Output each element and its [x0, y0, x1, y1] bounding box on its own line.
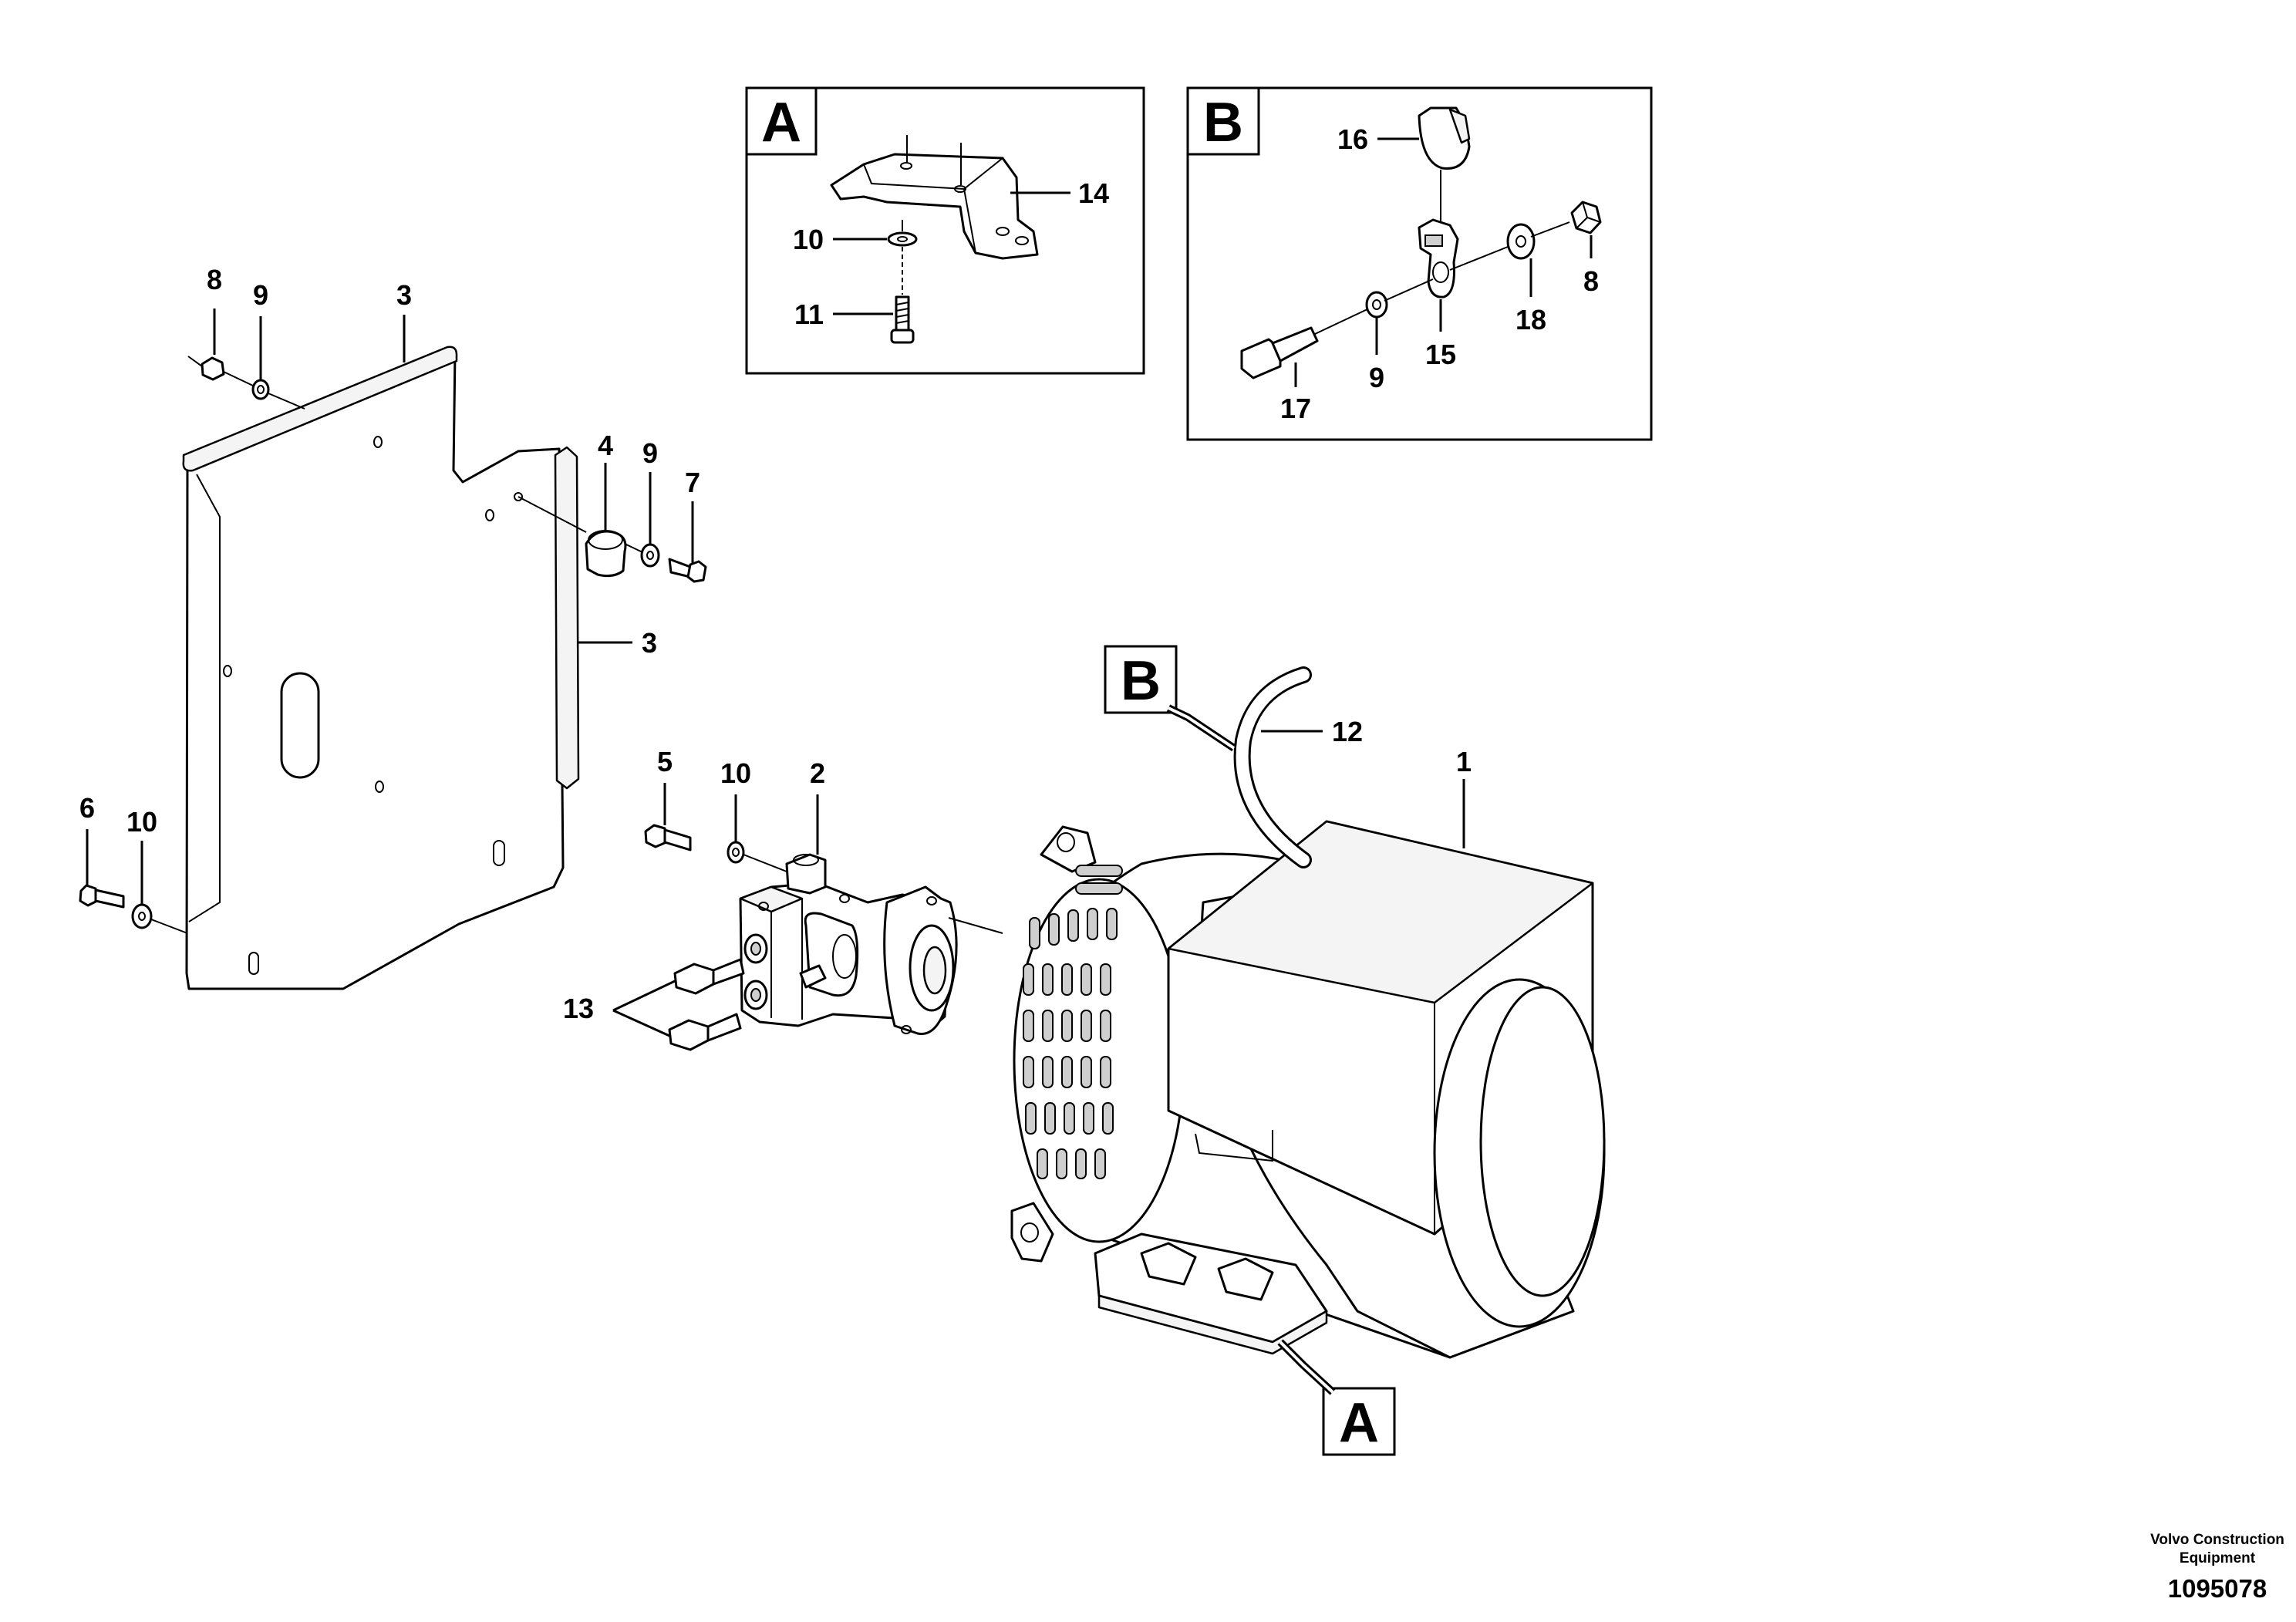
company-name-line1: Volvo Construction — [2150, 1532, 2284, 1548]
washer-part-9-top — [251, 379, 270, 400]
label-10-left: 10 — [126, 806, 157, 838]
label-11: 11 — [794, 298, 824, 330]
screw-part-6 — [79, 884, 125, 909]
screw-part-7 — [668, 558, 707, 583]
generator-part-1 — [1010, 820, 1606, 1359]
detail-a-panel: A 14 10 11 — [745, 86, 1145, 375]
clamp-part-15 — [1418, 218, 1459, 298]
pump-part-2 — [739, 853, 958, 1035]
detail-b-panel: B 16 — [1186, 86, 1653, 441]
bolt-part-17 — [1240, 326, 1319, 379]
label-15: 15 — [1425, 339, 1456, 370]
label-9-detail-b: 9 — [1369, 362, 1384, 393]
cooling-slots — [1023, 865, 1123, 1179]
callout-b-tag: B — [1121, 650, 1161, 712]
label-2: 2 — [810, 757, 825, 789]
label-1: 1 — [1456, 746, 1472, 777]
fitting-part-13-lower — [668, 1013, 742, 1051]
washer-part-18 — [1506, 223, 1536, 260]
guard-plate-part-3 — [182, 346, 580, 990]
washer-part-10 — [887, 231, 918, 247]
detail-a-tag: A — [761, 92, 801, 153]
label-17: 17 — [1280, 393, 1311, 424]
label-9-top: 9 — [253, 279, 268, 311]
label-3-side: 3 — [642, 627, 657, 659]
label-8-detail-b: 8 — [1583, 265, 1599, 297]
label-6: 6 — [79, 792, 95, 824]
label-10-pump: 10 — [720, 757, 751, 789]
drawing-number: 1095078 — [2168, 1574, 2267, 1603]
callout-b: B — [1104, 645, 1236, 752]
callout-a-tag: A — [1339, 1392, 1379, 1454]
detail-b-tag: B — [1203, 92, 1243, 153]
screw-part-5 — [644, 824, 692, 851]
label-7: 7 — [685, 467, 700, 498]
label-16: 16 — [1337, 123, 1368, 155]
nut-part-8-detail-b — [1570, 201, 1602, 234]
clamp-part-16 — [1418, 106, 1471, 170]
callout-a: A — [1277, 1339, 1396, 1456]
label-12: 12 — [1332, 716, 1363, 747]
label-5: 5 — [657, 746, 673, 777]
clip-part-4 — [585, 530, 627, 578]
label-3-top: 3 — [396, 279, 412, 311]
screw-part-11 — [890, 295, 915, 344]
label-18: 18 — [1515, 304, 1546, 336]
nut-part-8 — [201, 356, 225, 381]
fitting-part-13-upper — [673, 958, 745, 995]
bracket-part-14 — [830, 135, 1039, 260]
washer-part-9-detail-b — [1365, 291, 1388, 319]
label-10-detail-a: 10 — [793, 224, 824, 255]
label-14: 14 — [1078, 177, 1109, 209]
washer-part-10-pump — [727, 841, 745, 864]
label-4: 4 — [598, 430, 613, 461]
label-8: 8 — [207, 264, 222, 295]
washer-part-10-left — [131, 903, 153, 929]
washer-part-9-side — [640, 543, 660, 568]
label-13: 13 — [563, 993, 594, 1024]
label-9-side: 9 — [642, 437, 658, 469]
company-name-line2: Equipment — [2180, 1550, 2256, 1566]
